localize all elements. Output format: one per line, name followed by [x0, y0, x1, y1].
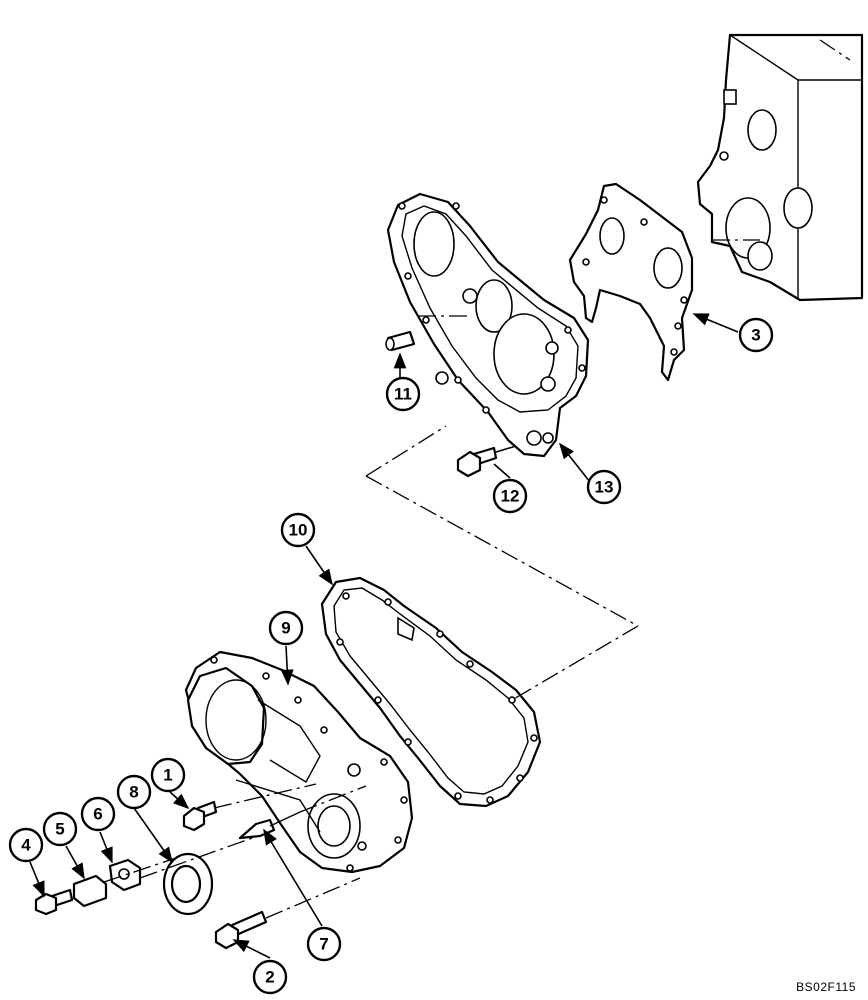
- svg-text:13: 13: [595, 478, 614, 497]
- callout-5: 5: [42, 811, 78, 847]
- callout-8: 8: [116, 774, 152, 810]
- callout-3: 3: [738, 317, 774, 353]
- svg-text:9: 9: [281, 619, 290, 638]
- callout-10: 10: [280, 512, 316, 548]
- svg-text:6: 6: [93, 805, 102, 824]
- front-cover: [184, 650, 414, 874]
- callout-12: 12: [492, 478, 528, 514]
- svg-text:1: 1: [163, 766, 172, 785]
- svg-text:4: 4: [21, 836, 31, 855]
- svg-text:8: 8: [129, 783, 138, 802]
- callout-1: 1: [150, 757, 186, 793]
- oil-seal: [162, 852, 214, 916]
- callout-9: 9: [268, 610, 304, 646]
- svg-text:3: 3: [751, 326, 760, 345]
- leader-lines: [29, 313, 739, 959]
- bolt-2: [214, 910, 268, 950]
- callout-13: 13: [586, 469, 622, 505]
- dowel-pin: [385, 330, 416, 352]
- callout-6: 6: [80, 796, 116, 832]
- svg-text:10: 10: [289, 521, 308, 540]
- bolt-4: [34, 888, 74, 916]
- svg-text:12: 12: [501, 487, 520, 506]
- small-gasket: [108, 858, 142, 892]
- engine-block: [696, 33, 864, 302]
- plate-gasket: [568, 182, 694, 382]
- callout-2: 2: [252, 959, 288, 995]
- svg-text:5: 5: [55, 820, 64, 839]
- bolt-1: [182, 800, 218, 832]
- callout-4: 4: [8, 827, 44, 863]
- callout-7: 7: [306, 926, 342, 962]
- cover-plate: [72, 874, 108, 908]
- figure-code: BS02F115: [796, 980, 856, 994]
- cover-gasket: [320, 576, 542, 808]
- svg-text:7: 7: [319, 935, 328, 954]
- gear-housing: [386, 192, 590, 458]
- callout-11: 11: [385, 376, 421, 412]
- svg-text:2: 2: [265, 968, 274, 987]
- svg-text:11: 11: [394, 385, 412, 404]
- bolt-12: [456, 445, 517, 478]
